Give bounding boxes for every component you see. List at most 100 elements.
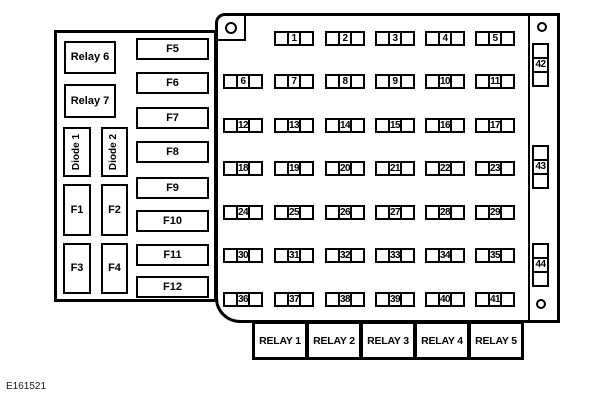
fuse-20: 20	[325, 161, 365, 176]
fuse-cell	[352, 76, 363, 87]
fuse-32: 32	[325, 248, 365, 263]
fuse-cell	[452, 120, 463, 131]
fuse-cell	[477, 163, 488, 174]
fuse-cell	[534, 45, 547, 57]
fuse-cell	[276, 163, 287, 174]
fuse-cell	[452, 163, 463, 174]
fuse-17-number: 17	[487, 120, 503, 131]
fuse-cell	[402, 294, 413, 305]
fuse-18-number: 18	[235, 163, 251, 174]
fuse-cell	[427, 76, 438, 87]
fuse-cell	[225, 76, 236, 87]
fuse-cell	[452, 294, 463, 305]
fuse-4-number: 4	[437, 33, 453, 44]
fuse-cell	[477, 33, 488, 44]
relay-block-relay-6-label: Relay 6	[70, 51, 110, 63]
fuse-cell	[427, 250, 438, 261]
fuse-cell	[301, 294, 312, 305]
fuse-cell	[477, 120, 488, 131]
fuse-16-number: 16	[437, 120, 453, 131]
fuse-f12: F12	[136, 276, 209, 298]
fuse-f6-label: F6	[166, 76, 179, 89]
fuse-cell	[534, 245, 547, 257]
fuse-cell	[250, 294, 261, 305]
fuse-cell	[327, 33, 338, 44]
fuse-cell	[276, 250, 287, 261]
fuse-cell	[225, 294, 236, 305]
fuse-f11-label: F11	[163, 248, 182, 261]
fuse-38-number: 38	[337, 294, 353, 305]
fuse-29: 29	[475, 205, 515, 220]
fuse-cell	[477, 76, 488, 87]
mount-hole-icon	[537, 22, 547, 32]
fuse-9: 9	[375, 74, 415, 89]
fuse-f3: F3	[63, 243, 91, 294]
fuse-f5: F5	[136, 38, 209, 60]
fuse-cell	[502, 163, 513, 174]
fuse-f9-label: F9	[166, 181, 179, 194]
fuse-f8: F8	[136, 141, 209, 163]
relay-block-relay-7-label: Relay 7	[70, 94, 110, 107]
fuse-f8-label: F8	[166, 145, 179, 158]
fuse-f2: F2	[101, 184, 128, 236]
fuse-11-number: 11	[487, 76, 503, 87]
fuse-cell	[427, 207, 438, 218]
fuse-12-number: 12	[235, 120, 251, 131]
fuse-cell	[534, 175, 547, 187]
fuse-cell	[502, 207, 513, 218]
fuse-cell	[301, 250, 312, 261]
fuse-42: 42	[532, 43, 549, 87]
fuse-25-number: 25	[286, 207, 302, 218]
mount-hole-icon	[536, 299, 546, 309]
fuse-cell	[534, 73, 547, 85]
mount-hole-icon	[225, 21, 237, 34]
relay-box-relay-2: RELAY 2	[306, 321, 362, 360]
fuse-cell	[502, 76, 513, 87]
fuse-3: 3	[375, 31, 415, 46]
fuse-cell	[276, 207, 287, 218]
fuse-cell	[250, 163, 261, 174]
fuse-33-number: 33	[387, 250, 403, 261]
fuse-28: 28	[425, 205, 465, 220]
fuse-cell	[352, 294, 363, 305]
fuse-21-number: 21	[387, 163, 403, 174]
fuse-cell	[250, 120, 261, 131]
fuse-cell	[377, 76, 388, 87]
fuse-22-number: 22	[437, 163, 453, 174]
fuse-7-number: 7	[286, 76, 302, 87]
fuse-9-number: 9	[387, 76, 403, 87]
fuse-14-number: 14	[337, 120, 353, 131]
diode-block-diode-1-label: Diode 1	[71, 133, 82, 171]
fuse-13: 13	[274, 118, 314, 133]
fuse-cell	[327, 207, 338, 218]
fuse-f10-label: F10	[163, 214, 182, 227]
fuse-cell	[427, 294, 438, 305]
fuse-5: 5	[475, 31, 515, 46]
fuse-27-number: 27	[387, 207, 403, 218]
fuse-cell	[301, 33, 312, 44]
fuse-26-number: 26	[337, 207, 353, 218]
fuse-22: 22	[425, 161, 465, 176]
fuse-5-number: 5	[487, 33, 503, 44]
fuse-16: 16	[425, 118, 465, 133]
fuse-f3-label: F3	[70, 262, 84, 274]
fuse-8-number: 8	[337, 76, 353, 87]
fuse-4: 4	[425, 31, 465, 46]
fuse-18: 18	[223, 161, 263, 176]
fuse-32-number: 32	[337, 250, 353, 261]
fuse-39: 39	[375, 292, 415, 307]
diode-block-diode-2: Diode 2	[101, 127, 128, 177]
fuse-7: 7	[274, 74, 314, 89]
fuse-cell	[301, 163, 312, 174]
fuse-cell	[225, 250, 236, 261]
fuse-44-number: 44	[534, 257, 547, 273]
corner-mount-compartment	[218, 16, 246, 41]
fuse-cell	[377, 207, 388, 218]
fuse-cell	[250, 76, 261, 87]
fuse-cell	[452, 207, 463, 218]
fuse-cell	[327, 294, 338, 305]
fuse-43: 43	[532, 145, 549, 189]
fuse-44: 44	[532, 243, 549, 287]
